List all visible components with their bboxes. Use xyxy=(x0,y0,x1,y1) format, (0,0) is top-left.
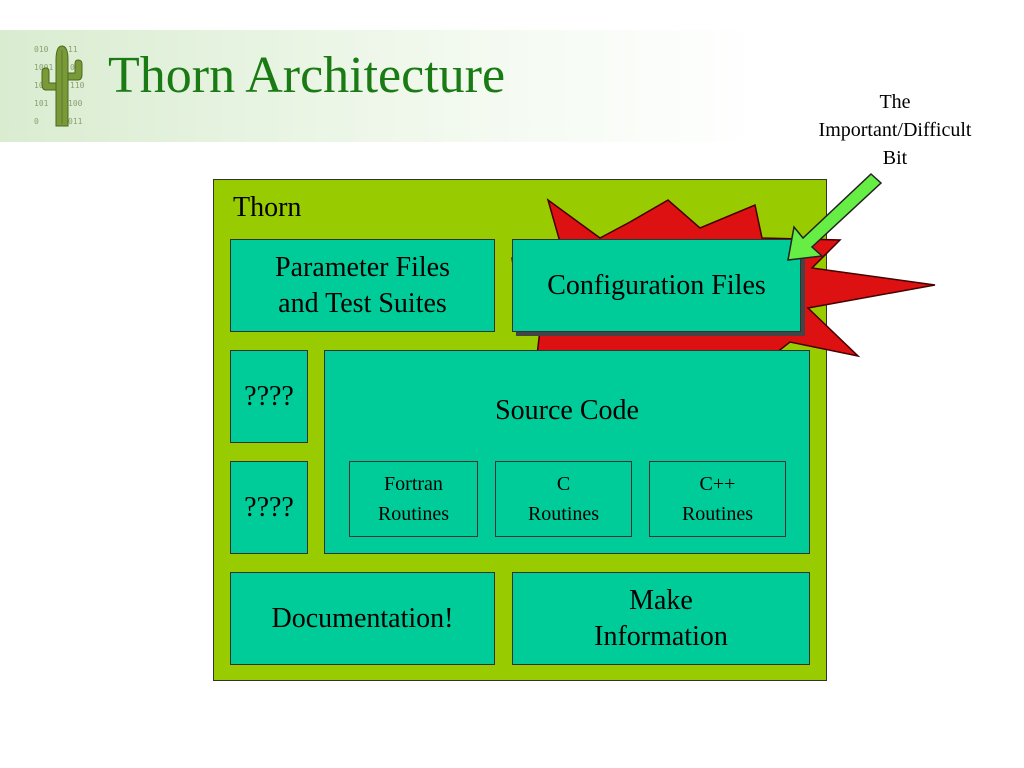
svg-text:1001: 1001 xyxy=(34,63,53,72)
svg-text:010: 010 xyxy=(34,45,49,54)
make-info-line-2: Information xyxy=(594,620,728,652)
c-routines-box: C Routines xyxy=(495,461,632,537)
cpp-routines-box: C++ Routines xyxy=(649,461,786,537)
make-info-line-1: Make xyxy=(629,584,693,616)
unknown-box-top: ???? xyxy=(230,350,308,443)
callout-line-3: Bit xyxy=(882,147,908,169)
svg-text:011: 011 xyxy=(68,117,83,126)
title-band xyxy=(0,30,760,142)
thorn-label: Thorn xyxy=(233,192,302,223)
c-line-1: C xyxy=(556,473,571,495)
unknown-bottom-label: ???? xyxy=(244,491,294,523)
c-line-2: Routines xyxy=(527,503,600,525)
svg-text:110: 110 xyxy=(70,81,85,90)
parameter-files-line-1: Parameter Files xyxy=(275,251,450,283)
svg-text:10: 10 xyxy=(34,81,44,90)
fortran-line-2: Routines xyxy=(377,503,450,525)
unknown-top-label: ???? xyxy=(244,380,294,412)
svg-text:100: 100 xyxy=(68,99,83,108)
svg-text:0: 0 xyxy=(34,117,39,126)
parameter-files-box: Parameter Files and Test Suites xyxy=(230,239,495,332)
documentation-box: Documentation! xyxy=(230,572,495,665)
source-code-label: Source Code xyxy=(495,395,639,426)
callout-arrow-icon xyxy=(787,172,883,261)
callout-line-1: The xyxy=(879,91,911,113)
configuration-files-box: Configuration Files xyxy=(512,239,801,332)
svg-text:11: 11 xyxy=(68,45,78,54)
cpp-line-2: Routines xyxy=(681,503,754,525)
parameter-files-line-2: and Test Suites xyxy=(278,287,447,319)
fortran-routines-box: Fortran Routines xyxy=(349,461,478,537)
make-information-box: Make Information xyxy=(512,572,810,665)
callout-line-2: Important/Difficult xyxy=(818,119,972,141)
svg-text:101: 101 xyxy=(34,99,49,108)
cpp-line-1: C++ xyxy=(699,473,736,495)
callout-text: The Important/Difficult Bit xyxy=(790,88,1000,172)
fortran-line-1: Fortran xyxy=(384,473,443,495)
configuration-files-label: Configuration Files xyxy=(547,269,766,301)
slide-title: Thorn Architecture xyxy=(108,47,506,104)
documentation-label: Documentation! xyxy=(271,602,454,634)
unknown-box-bottom: ???? xyxy=(230,461,308,554)
